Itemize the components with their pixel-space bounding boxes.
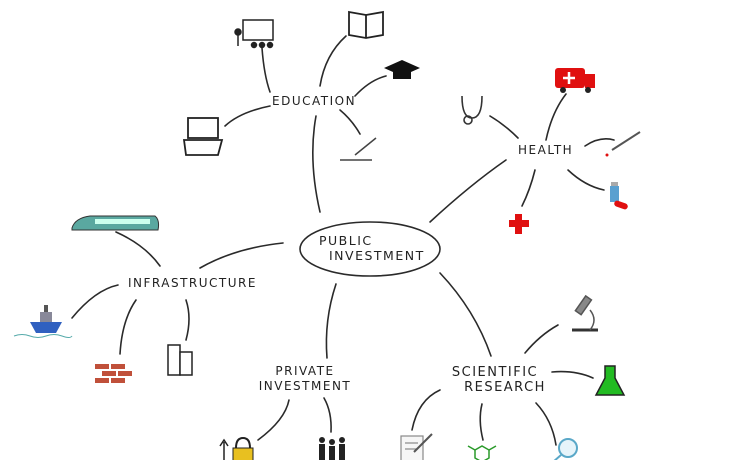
stethoscope-icon [461, 95, 483, 125]
connector-private [325, 283, 337, 359]
red-cross-icon [509, 214, 529, 234]
train-icon [71, 215, 160, 231]
private-line2: Investment [258, 379, 352, 393]
infrastructure-label[interactable]: Infrastructure [128, 276, 257, 290]
ambulance-icon [555, 68, 595, 93]
scientific-line2: Research [464, 380, 546, 395]
document-icon [400, 433, 433, 460]
syringe-icon [605, 131, 641, 157]
virus-molecule-icon [467, 445, 497, 460]
lock-euro-icon [219, 436, 254, 460]
education-label[interactable]: Education [272, 94, 357, 108]
connector-scientific [439, 272, 492, 357]
scientific-line1: Scientific [451, 365, 539, 380]
magnifier-icon [553, 438, 578, 460]
microscope-icon [572, 294, 598, 332]
graduation-cap-icon [384, 60, 420, 79]
private-line1: Private [275, 364, 335, 378]
connector-education [312, 115, 321, 213]
center-line2: Investment [329, 248, 425, 263]
open-book-icon [348, 10, 384, 39]
center-node-label[interactable]: Public Investment [305, 233, 435, 263]
bricks-icon [95, 364, 132, 383]
connector-health [429, 159, 507, 223]
connector-infrastructure [199, 242, 284, 269]
teacher-presentation-icon [234, 19, 274, 49]
people-icon [319, 437, 345, 460]
center-line1: Public [319, 233, 373, 248]
scientific-research-label[interactable]: Scientific Research [440, 365, 550, 395]
center-node-ellipse [299, 221, 441, 277]
building-icon [167, 344, 193, 376]
medicine-vial-pill-icon [610, 182, 628, 210]
laptop-icon [182, 117, 224, 156]
pen-signature-icon [340, 137, 377, 161]
private-investment-label[interactable]: Private Investment [255, 364, 355, 394]
health-label[interactable]: Health [518, 143, 574, 157]
ship-icon [13, 305, 73, 338]
flask-icon [594, 365, 626, 396]
